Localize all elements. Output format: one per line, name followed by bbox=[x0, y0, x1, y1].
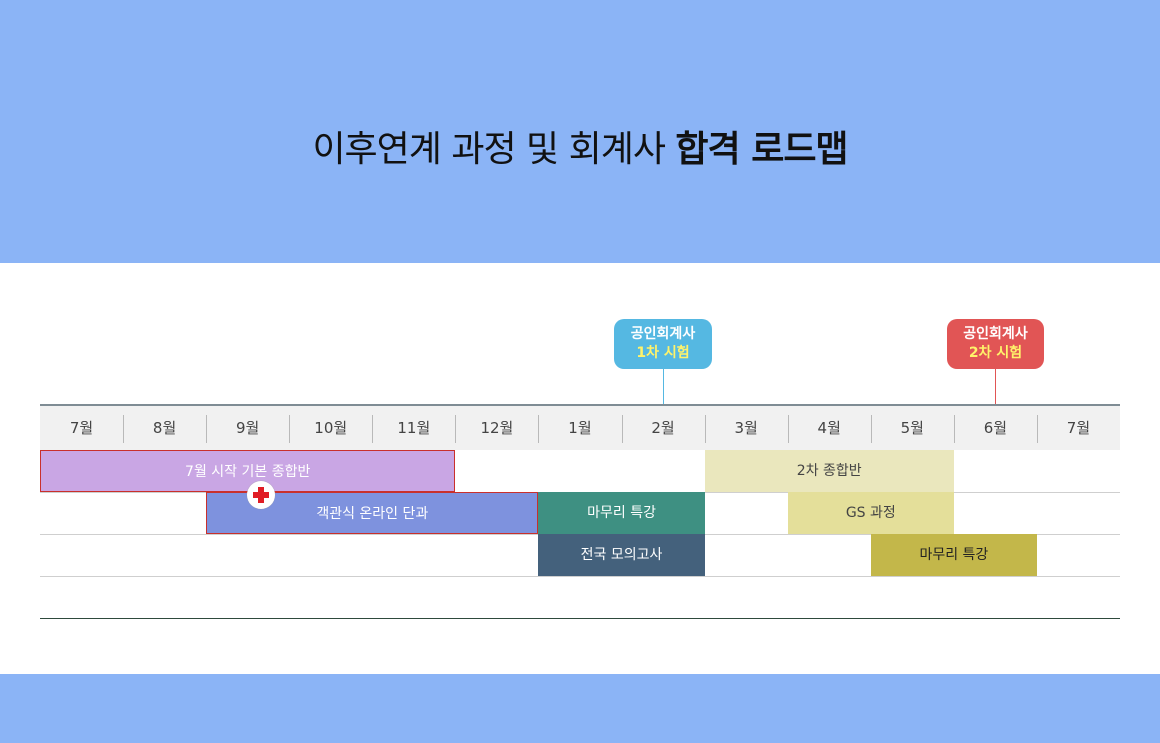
timeline-bar: 7월 시작 기본 종합반 bbox=[40, 450, 456, 492]
month-separator bbox=[123, 415, 125, 443]
callout-first-exam: 공인회계사 1차 시험 bbox=[614, 319, 712, 369]
callout-first-exam-line1: 공인회계사 bbox=[630, 326, 696, 342]
footer-band bbox=[0, 674, 1160, 743]
month-separator bbox=[621, 415, 623, 443]
callout-second-exam: 공인회계사 2차 시험 bbox=[947, 319, 1044, 369]
row-divider bbox=[40, 576, 1120, 577]
month-separator bbox=[455, 415, 457, 443]
month-label: 5월 bbox=[900, 419, 924, 437]
month-header-row: 7월 8월 9월 10월 11월 12월 1월 2월 3월 4월 5월 6월 7월 bbox=[40, 404, 1120, 450]
month-label: 6월 bbox=[983, 419, 1008, 437]
month-label: 11월 bbox=[397, 419, 431, 437]
month-separator bbox=[787, 415, 789, 443]
month-separator bbox=[704, 415, 706, 443]
month-label: 7월 bbox=[1066, 419, 1091, 437]
month-label: 2월 bbox=[651, 419, 675, 437]
plus-icon-vertical bbox=[258, 487, 264, 503]
callout-first-exam-line2: 1차 시험 bbox=[636, 345, 690, 361]
red-cross-plus-icon bbox=[247, 481, 275, 509]
month-separator bbox=[372, 415, 374, 443]
timeline-bottom-line bbox=[40, 618, 1120, 619]
timeline-bar: 2차 종합반 bbox=[704, 450, 954, 492]
month-label: 4월 bbox=[817, 419, 841, 437]
month-label: 12월 bbox=[480, 419, 514, 437]
month-separator bbox=[206, 415, 208, 443]
month-separator bbox=[1036, 415, 1038, 443]
month-separator bbox=[870, 415, 872, 443]
timeline-bar: 마무리 특강 bbox=[538, 492, 705, 534]
timeline-bar: GS 과정 bbox=[787, 492, 954, 534]
page-title: 이후연계 과정 및 회계사 합격 로드맵 bbox=[0, 125, 1160, 175]
month-label: 3월 bbox=[734, 419, 758, 437]
month-label: 8월 bbox=[152, 419, 177, 437]
month-separator bbox=[953, 415, 955, 443]
title-normal: 이후연계 과정 및 회계사 bbox=[312, 129, 666, 170]
callout-second-exam-line1: 공인회계사 bbox=[963, 326, 1028, 342]
month-label: 10월 bbox=[314, 419, 348, 437]
month-label: 9월 bbox=[235, 419, 260, 437]
month-label: 1월 bbox=[568, 419, 592, 437]
month-label: 7월 bbox=[69, 419, 94, 437]
callout-second-exam-line2: 2차 시험 bbox=[968, 345, 1023, 361]
header-band bbox=[0, 0, 1160, 263]
callout-first-exam-stem bbox=[663, 369, 664, 410]
month-separator bbox=[289, 415, 291, 443]
timeline-bar: 마무리 특강 bbox=[870, 534, 1037, 576]
timeline-bar: 전국 모의고사 bbox=[538, 534, 705, 576]
month-separator bbox=[538, 415, 540, 443]
callout-second-exam-stem bbox=[995, 369, 996, 410]
title-bold: 합격 로드맵 bbox=[675, 129, 848, 170]
